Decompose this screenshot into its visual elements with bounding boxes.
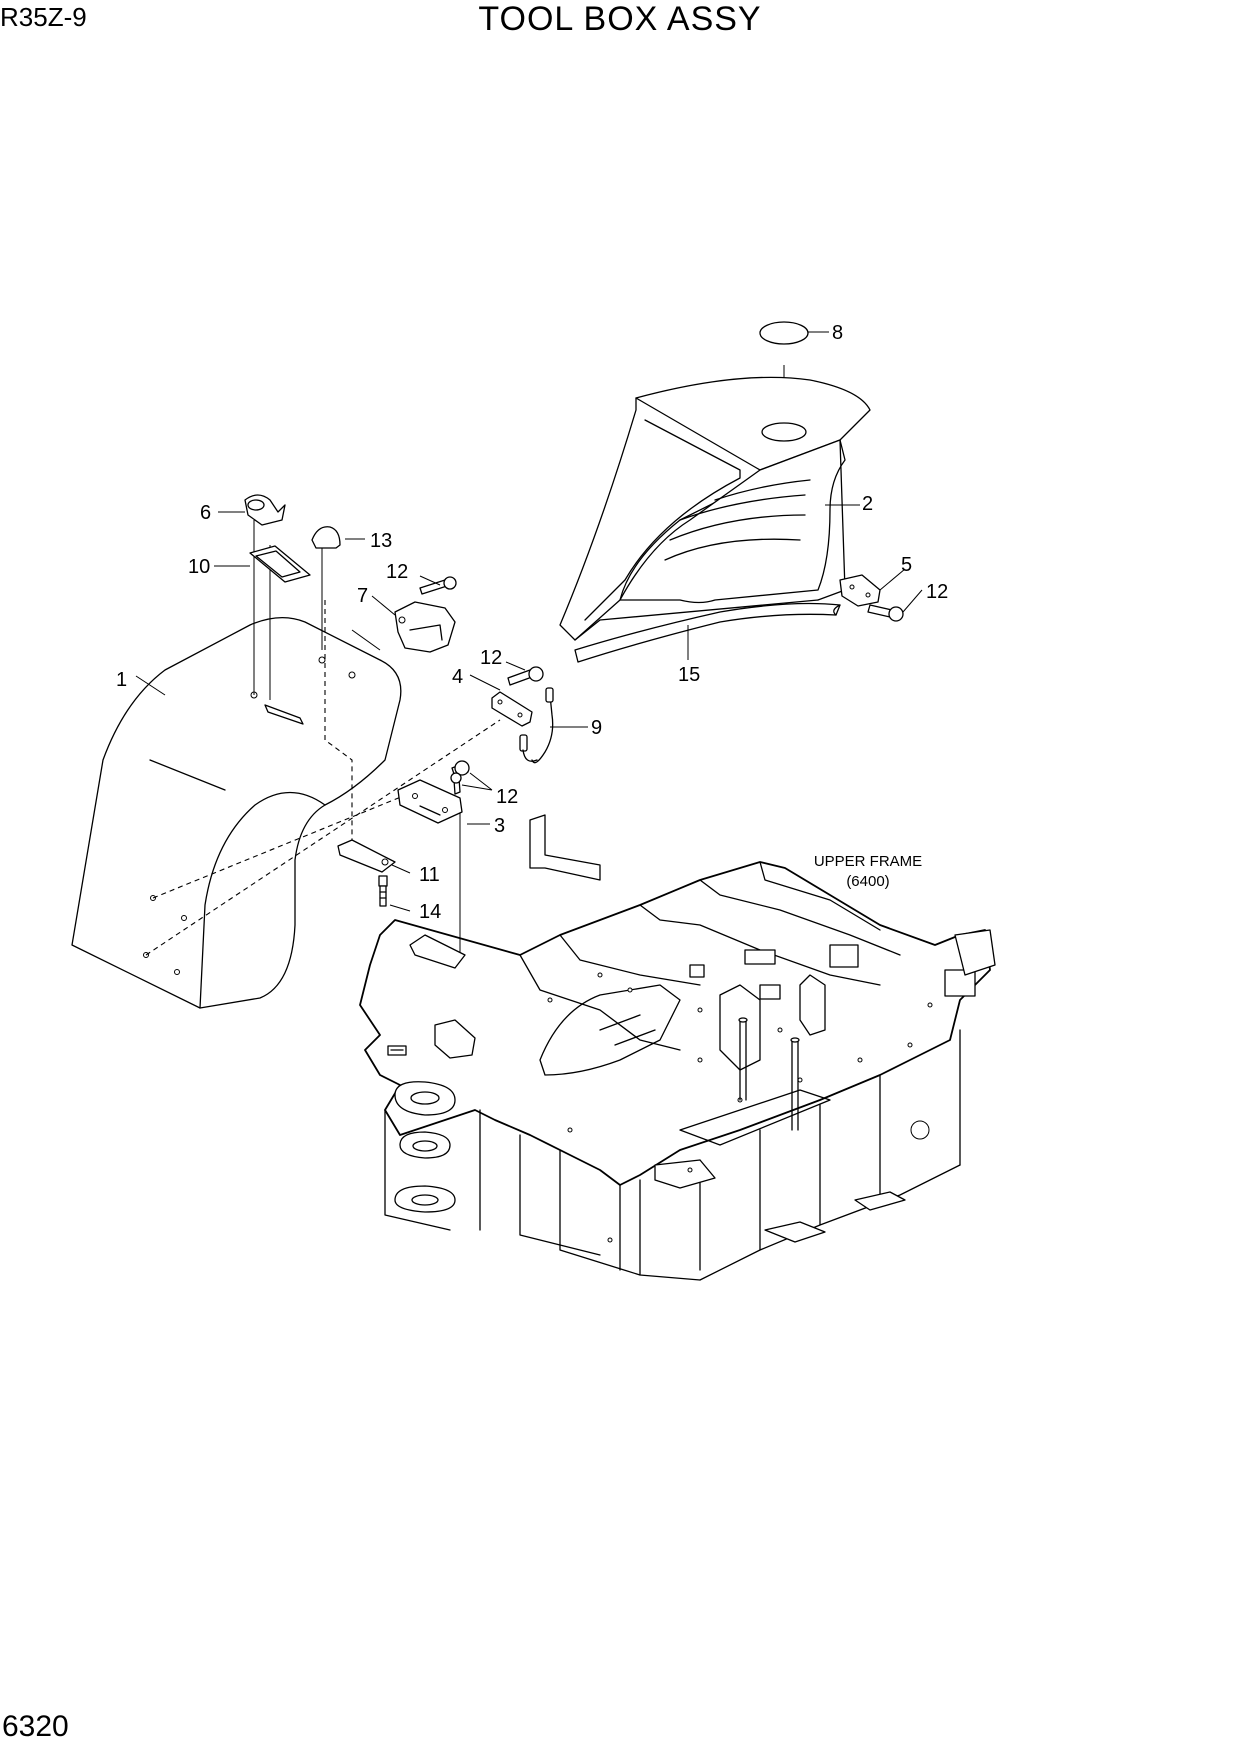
part-3-hinge-bracket[interactable] [397, 779, 463, 824]
callout-6: 6 [200, 502, 211, 524]
callout-2: 2 [862, 493, 873, 515]
part-13-cap-nut[interactable] [311, 526, 341, 549]
part-6-latch[interactable] [244, 494, 286, 526]
part-9-wire[interactable] [519, 687, 554, 764]
callout-12-c: 12 [496, 786, 518, 808]
model-code: R35Z-9 [0, 2, 87, 32]
part-14-bolt[interactable] [378, 875, 388, 907]
callout-14: 14 [419, 901, 441, 923]
upper-frame-ref: (6400) [846, 873, 889, 890]
callout-7: 7 [357, 585, 368, 607]
leader-lines [135, 331, 923, 912]
callout-8: 8 [832, 322, 843, 344]
part-5-bracket[interactable] [839, 574, 881, 607]
callout-9: 9 [591, 717, 602, 739]
page-title: TOOL BOX ASSY [478, 0, 762, 38]
page-number: 6320 [2, 1710, 69, 1743]
part-8-cap[interactable] [759, 321, 809, 345]
part-10-pad[interactable] [249, 545, 311, 583]
part-12-bolt-d[interactable] [867, 604, 904, 622]
callout-15: 15 [678, 664, 700, 686]
part-11-plate[interactable] [337, 839, 396, 873]
part-15-edge-trim[interactable] [574, 602, 841, 663]
part-1-tool-box-cover[interactable] [71, 617, 402, 1009]
part-7-lock[interactable] [394, 601, 456, 653]
part-2-tool-box-frame[interactable] [559, 376, 871, 641]
part-12-bolt-a[interactable] [419, 576, 457, 595]
callout-3: 3 [494, 815, 505, 837]
callout-11: 11 [419, 864, 440, 886]
upper-frame-label: UPPER FRAME [814, 853, 922, 870]
callout-5: 5 [901, 554, 912, 576]
part-4-bracket[interactable] [491, 691, 533, 727]
callout-4: 4 [452, 666, 463, 688]
callout-13: 13 [370, 530, 392, 552]
callout-12-a: 12 [386, 561, 408, 583]
callout-12-b: 12 [480, 647, 502, 669]
callout-10: 10 [188, 556, 210, 578]
callout-12-d: 12 [926, 581, 948, 603]
upper-frame-assembly [359, 814, 996, 1281]
part-12-bolt-c[interactable] [450, 760, 470, 795]
assembly-lines [145, 365, 785, 956]
callout-1: 1 [116, 669, 127, 691]
part-12-bolt-b[interactable] [507, 666, 544, 686]
